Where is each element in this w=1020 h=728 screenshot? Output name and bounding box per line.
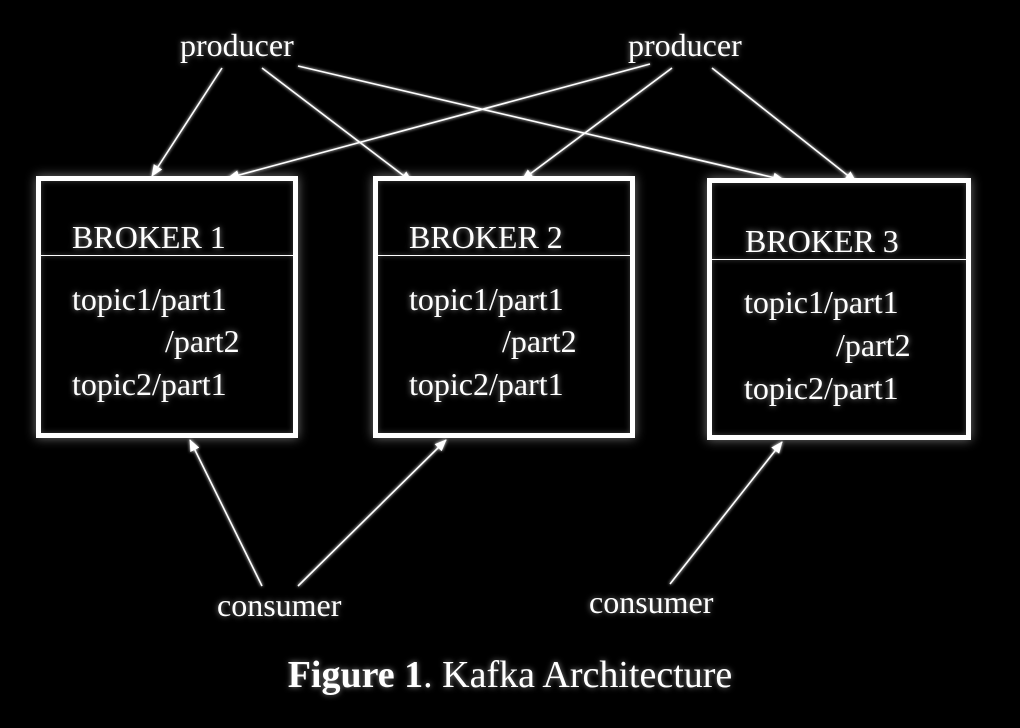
broker-box-3: BROKER 3 topic1/part1 /part2 topic2/part… xyxy=(707,178,971,440)
producer-label-1: producer xyxy=(180,27,294,63)
consumer-label-1: consumer xyxy=(217,587,342,623)
broker-divider xyxy=(41,255,293,256)
broker-title: BROKER 2 xyxy=(409,219,563,255)
broker-title: BROKER 1 xyxy=(72,219,226,255)
arrow-consumer2-broker3 xyxy=(669,441,783,585)
broker-title: BROKER 3 xyxy=(745,223,899,259)
arrow-consumer1-broker1 xyxy=(189,439,263,587)
broker-partition-line: topic2/part1 xyxy=(409,366,564,402)
figure-caption: Figure 1. Kafka Architecture xyxy=(0,656,1020,694)
broker-partition-line: /part2 xyxy=(836,327,911,363)
arrow-producer2-broker2 xyxy=(521,67,673,181)
producer-label-2: producer xyxy=(628,27,742,63)
broker-partition-line: /part2 xyxy=(502,323,577,359)
arrow-producer1-broker3 xyxy=(297,65,785,183)
consumer-label-2: consumer xyxy=(589,584,714,620)
figure-caption-text: . Kafka Architecture xyxy=(423,654,733,696)
arrow-producer2-broker1 xyxy=(227,63,651,180)
arrow-consumer1-broker2 xyxy=(297,439,447,587)
broker-box-2: BROKER 2 topic1/part1 /part2 topic2/part… xyxy=(373,176,635,438)
broker-divider xyxy=(712,259,966,260)
arrow-producer1-broker2 xyxy=(261,67,413,183)
broker-box-1: BROKER 1 topic1/part1 /part2 topic2/part… xyxy=(36,176,298,438)
broker-partition-line: topic2/part1 xyxy=(72,366,227,402)
figure-number: Figure 1 xyxy=(287,654,424,696)
arrow-producer1-broker1 xyxy=(151,67,223,177)
arrow-producer2-broker3 xyxy=(711,67,857,183)
broker-divider xyxy=(378,255,630,256)
broker-partition-line: /part2 xyxy=(165,323,240,359)
broker-partition-line: topic2/part1 xyxy=(744,370,899,406)
broker-partition-line: topic1/part1 xyxy=(72,281,227,317)
broker-partition-line: topic1/part1 xyxy=(744,284,899,320)
broker-partition-line: topic1/part1 xyxy=(409,281,564,317)
